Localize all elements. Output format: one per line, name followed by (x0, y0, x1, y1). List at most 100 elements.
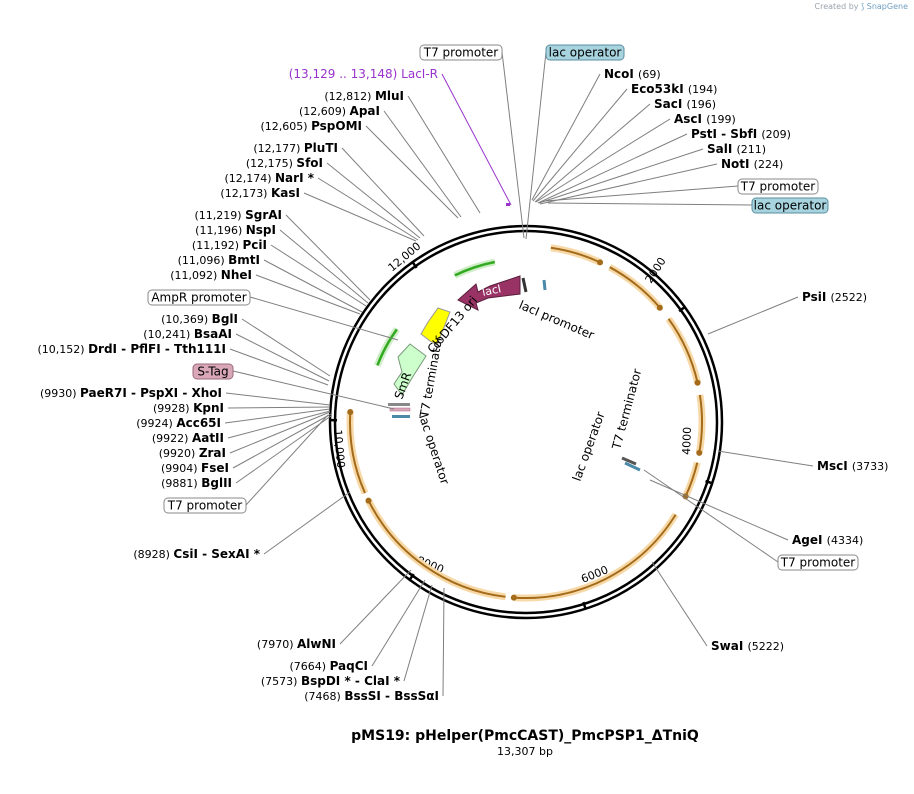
site-label-bsaai-14: (10,241) BsaAI (143, 327, 232, 341)
tick-mark-4000 (705, 479, 714, 485)
snapgene-logo-icon: ⟆ (861, 2, 865, 11)
clodf13-ori-arrow (420, 307, 451, 346)
orange-cds-arrowhead-5 (510, 594, 517, 601)
smr-arrow (393, 343, 427, 396)
feature-box-label-t7-promoter-2: T7 promoter (740, 180, 816, 194)
feature-box-label-s-tag-5: S-Tag (197, 365, 228, 379)
site-label-csii-sexai-23: (8928) CsiI - SexAI * (133, 547, 260, 561)
feature-box-label-lac-operator-3: lac operator (754, 199, 827, 213)
site-label-mlui-1: (12,812) MluI (324, 89, 404, 103)
feature-marker-0 (521, 277, 528, 293)
credit-prefix: Created by (814, 2, 859, 11)
leader-right-1 (532, 88, 628, 202)
leader-left-25 (371, 579, 426, 667)
leader-left-27 (442, 587, 445, 697)
leader-right-8 (717, 450, 814, 467)
orange-cds-arrowhead-2 (694, 379, 701, 386)
orange-cds-arrowhead-6 (365, 497, 372, 504)
orange-cds-arc-1 (609, 266, 661, 309)
orange-cds-arc-7 (349, 411, 366, 494)
tick-label-2000: 2000 (643, 255, 669, 286)
green-arc-top (454, 260, 496, 277)
site-label-alwni-24: (7970) AlwNI (257, 637, 336, 651)
backbone-outer (328, 224, 724, 620)
orange-cds-arc-6 (367, 500, 506, 598)
feature-box-label-ampr-promoter-4: AmpR promoter (151, 291, 246, 305)
site-label-acc65i-18: (9924) Acc65I (136, 416, 221, 430)
leader-left-15 (229, 348, 329, 386)
leader-right-6 (539, 163, 718, 205)
green-arc-left (376, 328, 398, 366)
laci-arrow (457, 275, 521, 311)
orange-cds-arrowhead-7 (347, 409, 354, 416)
leader-right-0 (531, 73, 601, 201)
site-label-pluti-4: (12,177) PluTI (253, 141, 338, 155)
site-label-apai-2: (12,609) ApaI (299, 104, 380, 118)
feature-marker-1 (542, 279, 547, 291)
leader-left-18 (224, 408, 331, 424)
leader-box-6 (245, 414, 329, 506)
orange-cds-arc-3 (698, 394, 703, 454)
leader-right-7 (707, 296, 799, 335)
orange-cds-arrowhead-0 (597, 259, 604, 266)
feature-box-ampr-promoter-4 (147, 289, 251, 306)
plasmid-length: 13,307 bp (497, 745, 553, 758)
site-label-saci-2: SacI (196) (654, 97, 716, 111)
feature-box-label-t7-promoter-7: T7 promoter (780, 556, 856, 570)
feature-box-t7-promoter-6 (163, 497, 247, 514)
site-label-psii-7: PsiI (2522) (802, 290, 867, 304)
site-label-sgrai-8: (11,219) SgrAI (195, 208, 282, 222)
site-label-swai-10: SwaI (5222) (711, 639, 784, 653)
feature-box-label-lac-operator-1: lac operator (549, 46, 622, 60)
tick-mark-6000 (582, 601, 588, 611)
site-label-sfoi-5: (12,175) SfoI (246, 156, 323, 170)
orange-cds-arrowhead-1 (656, 304, 663, 311)
leader-left-10 (270, 244, 367, 307)
feature-box-label-t7-promoter-6: T7 promoter (167, 499, 243, 513)
leader-left-11 (263, 259, 363, 313)
site-label-agei-9: AgeI (4334) (792, 533, 863, 547)
plasmid-name: pMS19: pHelper(PmcCAST)_PmcPSP1_ΔTniQ (351, 728, 699, 744)
leader-right-4 (537, 133, 688, 204)
site-label-laci-r-0: (13,129 .. 13,148) LacI-R (289, 67, 438, 81)
backbone-inner (333, 229, 719, 615)
leader-right-5 (538, 148, 704, 204)
site-label-aatii-19: (9922) AatII (152, 431, 224, 445)
leader-left-7 (303, 192, 417, 242)
leader-left-6 (317, 177, 419, 241)
site-label-bgli-13: (10,369) BglI (161, 312, 238, 326)
site-label-pspomi-3: (12,605) PspOMI (260, 119, 362, 133)
leader-left-4 (341, 147, 425, 237)
tick-label-10000: 10,000 (331, 429, 347, 468)
site-label-bsssi-bsss-i-27: (7468) BssSI - BssSαI (304, 689, 439, 703)
leader-left-14 (235, 333, 330, 382)
feature-marker-2 (621, 456, 637, 466)
site-label-paer7i-pspxi-xhoi-16: (9930) PaeR7I - PspXI - XhoI (40, 386, 222, 400)
tick-mark-12000 (410, 260, 418, 269)
tick-mark-8000 (408, 573, 415, 582)
site-label-kasi-7: (12,173) KasI (220, 186, 300, 200)
leader-left-9 (279, 229, 369, 304)
site-label-nhei-12: (11,092) NheI (170, 268, 252, 282)
site-label-bspdi-clai-26: (7573) BspDI * - ClaI * (261, 674, 401, 688)
leader-left-19 (227, 410, 331, 439)
feature-box-label-t7-promoter-0: T7 promoter (423, 46, 499, 60)
feature-label-lac-operator: lac operator (416, 413, 452, 487)
orange-cds-glow-5 (513, 512, 679, 602)
site-label-kpni-17: (9928) KpnI (153, 401, 224, 415)
t7-terminator-marker (388, 403, 410, 406)
leader-left-23 (263, 491, 351, 555)
tick-mark-2000 (678, 305, 687, 313)
feature-box-t7-promoter-7 (777, 554, 859, 571)
leader-left-8 (285, 214, 371, 301)
leader-right-9 (649, 479, 789, 541)
leader-left-2 (383, 110, 462, 218)
leader-left-16 (225, 392, 331, 406)
feature-marker-3 (624, 461, 641, 472)
site-label-nari-6: (12,174) NarI * (224, 171, 314, 185)
s-tag-marker (389, 407, 411, 412)
leader-box-3 (547, 202, 753, 206)
leader-left-26 (403, 584, 433, 682)
feature-box-t7-promoter-2 (737, 178, 819, 195)
